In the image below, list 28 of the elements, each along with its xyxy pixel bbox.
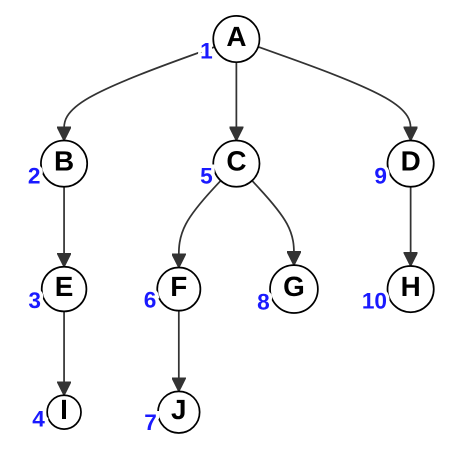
- arrow: [228, 62, 244, 142]
- circle-node: D: [386, 140, 434, 188]
- order-number: 3: [28, 288, 41, 314]
- order-number: 10: [362, 288, 387, 314]
- arrow: [402, 186, 418, 267]
- order-number: 4: [32, 406, 45, 432]
- arrow: [258, 46, 418, 142]
- arrow: [56, 311, 72, 396]
- order-number: 8: [256, 289, 270, 314]
- order-number: 9: [374, 163, 387, 188]
- circle-node: A: [212, 15, 260, 64]
- order-number: 5: [200, 163, 212, 188]
- order-number: 7: [144, 410, 156, 435]
- circle-node: C: [212, 140, 260, 188]
- arrow: [56, 46, 215, 142]
- circle-node: F: [156, 266, 201, 312]
- arrow: [170, 310, 186, 392]
- circle-node: H: [386, 265, 434, 314]
- arrow: [251, 180, 302, 266]
- order-number: 2: [28, 163, 40, 188]
- circle-node: G: [268, 264, 318, 314]
- order-number: 6: [143, 287, 156, 312]
- arrow: [170, 180, 221, 268]
- circle-node: E: [40, 266, 87, 312]
- circle-node: B: [40, 140, 88, 188]
- circle-node: J: [156, 390, 200, 434]
- arrow: [56, 186, 72, 268]
- circle-node: I: [46, 394, 82, 430]
